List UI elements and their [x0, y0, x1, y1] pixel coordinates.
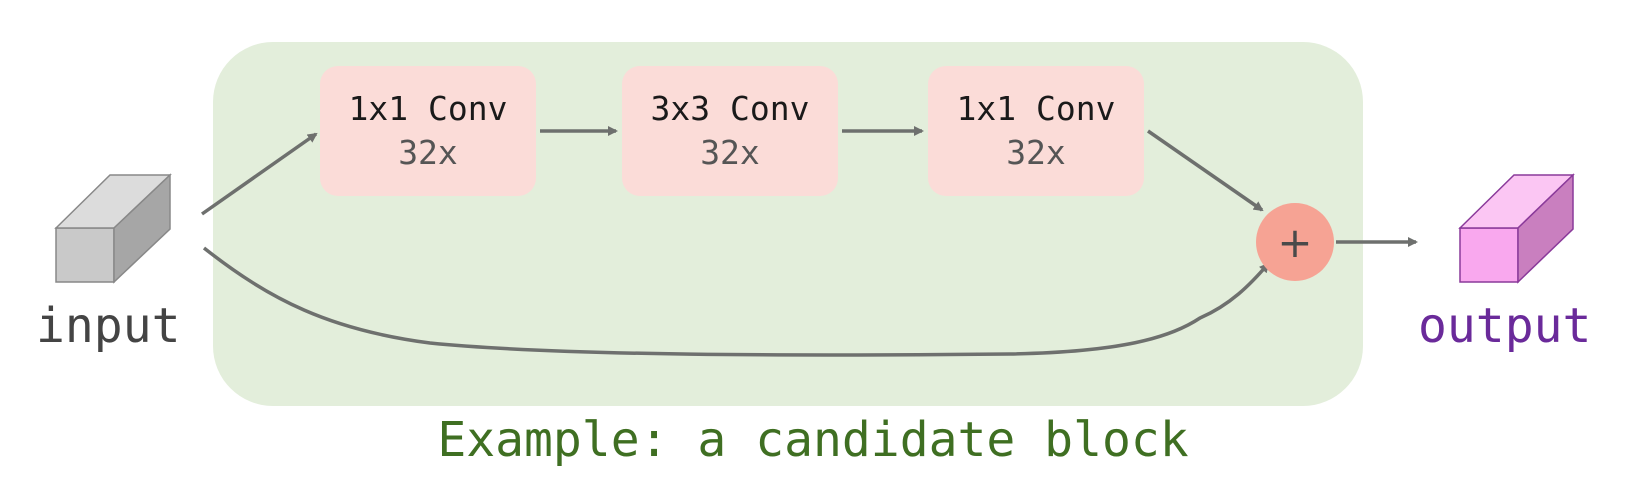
layer-1x1-conv-first: 1x1 Conv 32x — [320, 66, 536, 196]
layer-op-label: 1x1 Conv — [956, 89, 1116, 128]
output-label: output — [1418, 298, 1592, 354]
layer-channels-label: 32x — [700, 133, 760, 172]
arrow-conv3-to-sum — [1147, 129, 1264, 212]
sum-node: + — [1256, 203, 1334, 281]
layer-op-label: 1x1 Conv — [348, 89, 508, 128]
input-tensor — [54, 173, 172, 284]
arrow-input-to-conv1 — [200, 132, 318, 216]
output-tensor — [1458, 173, 1575, 284]
layer-channels-label: 32x — [398, 133, 458, 172]
input-label: input — [36, 298, 181, 354]
diagram-caption: Example: a candidate block — [437, 412, 1189, 468]
skip-connection — [202, 246, 1270, 357]
layer-op-label: 3x3 Conv — [650, 89, 810, 128]
layer-3x3-conv: 3x3 Conv 32x — [622, 66, 838, 196]
layer-1x1-conv-last: 1x1 Conv 32x — [928, 66, 1144, 196]
layer-channels-label: 32x — [1006, 133, 1066, 172]
